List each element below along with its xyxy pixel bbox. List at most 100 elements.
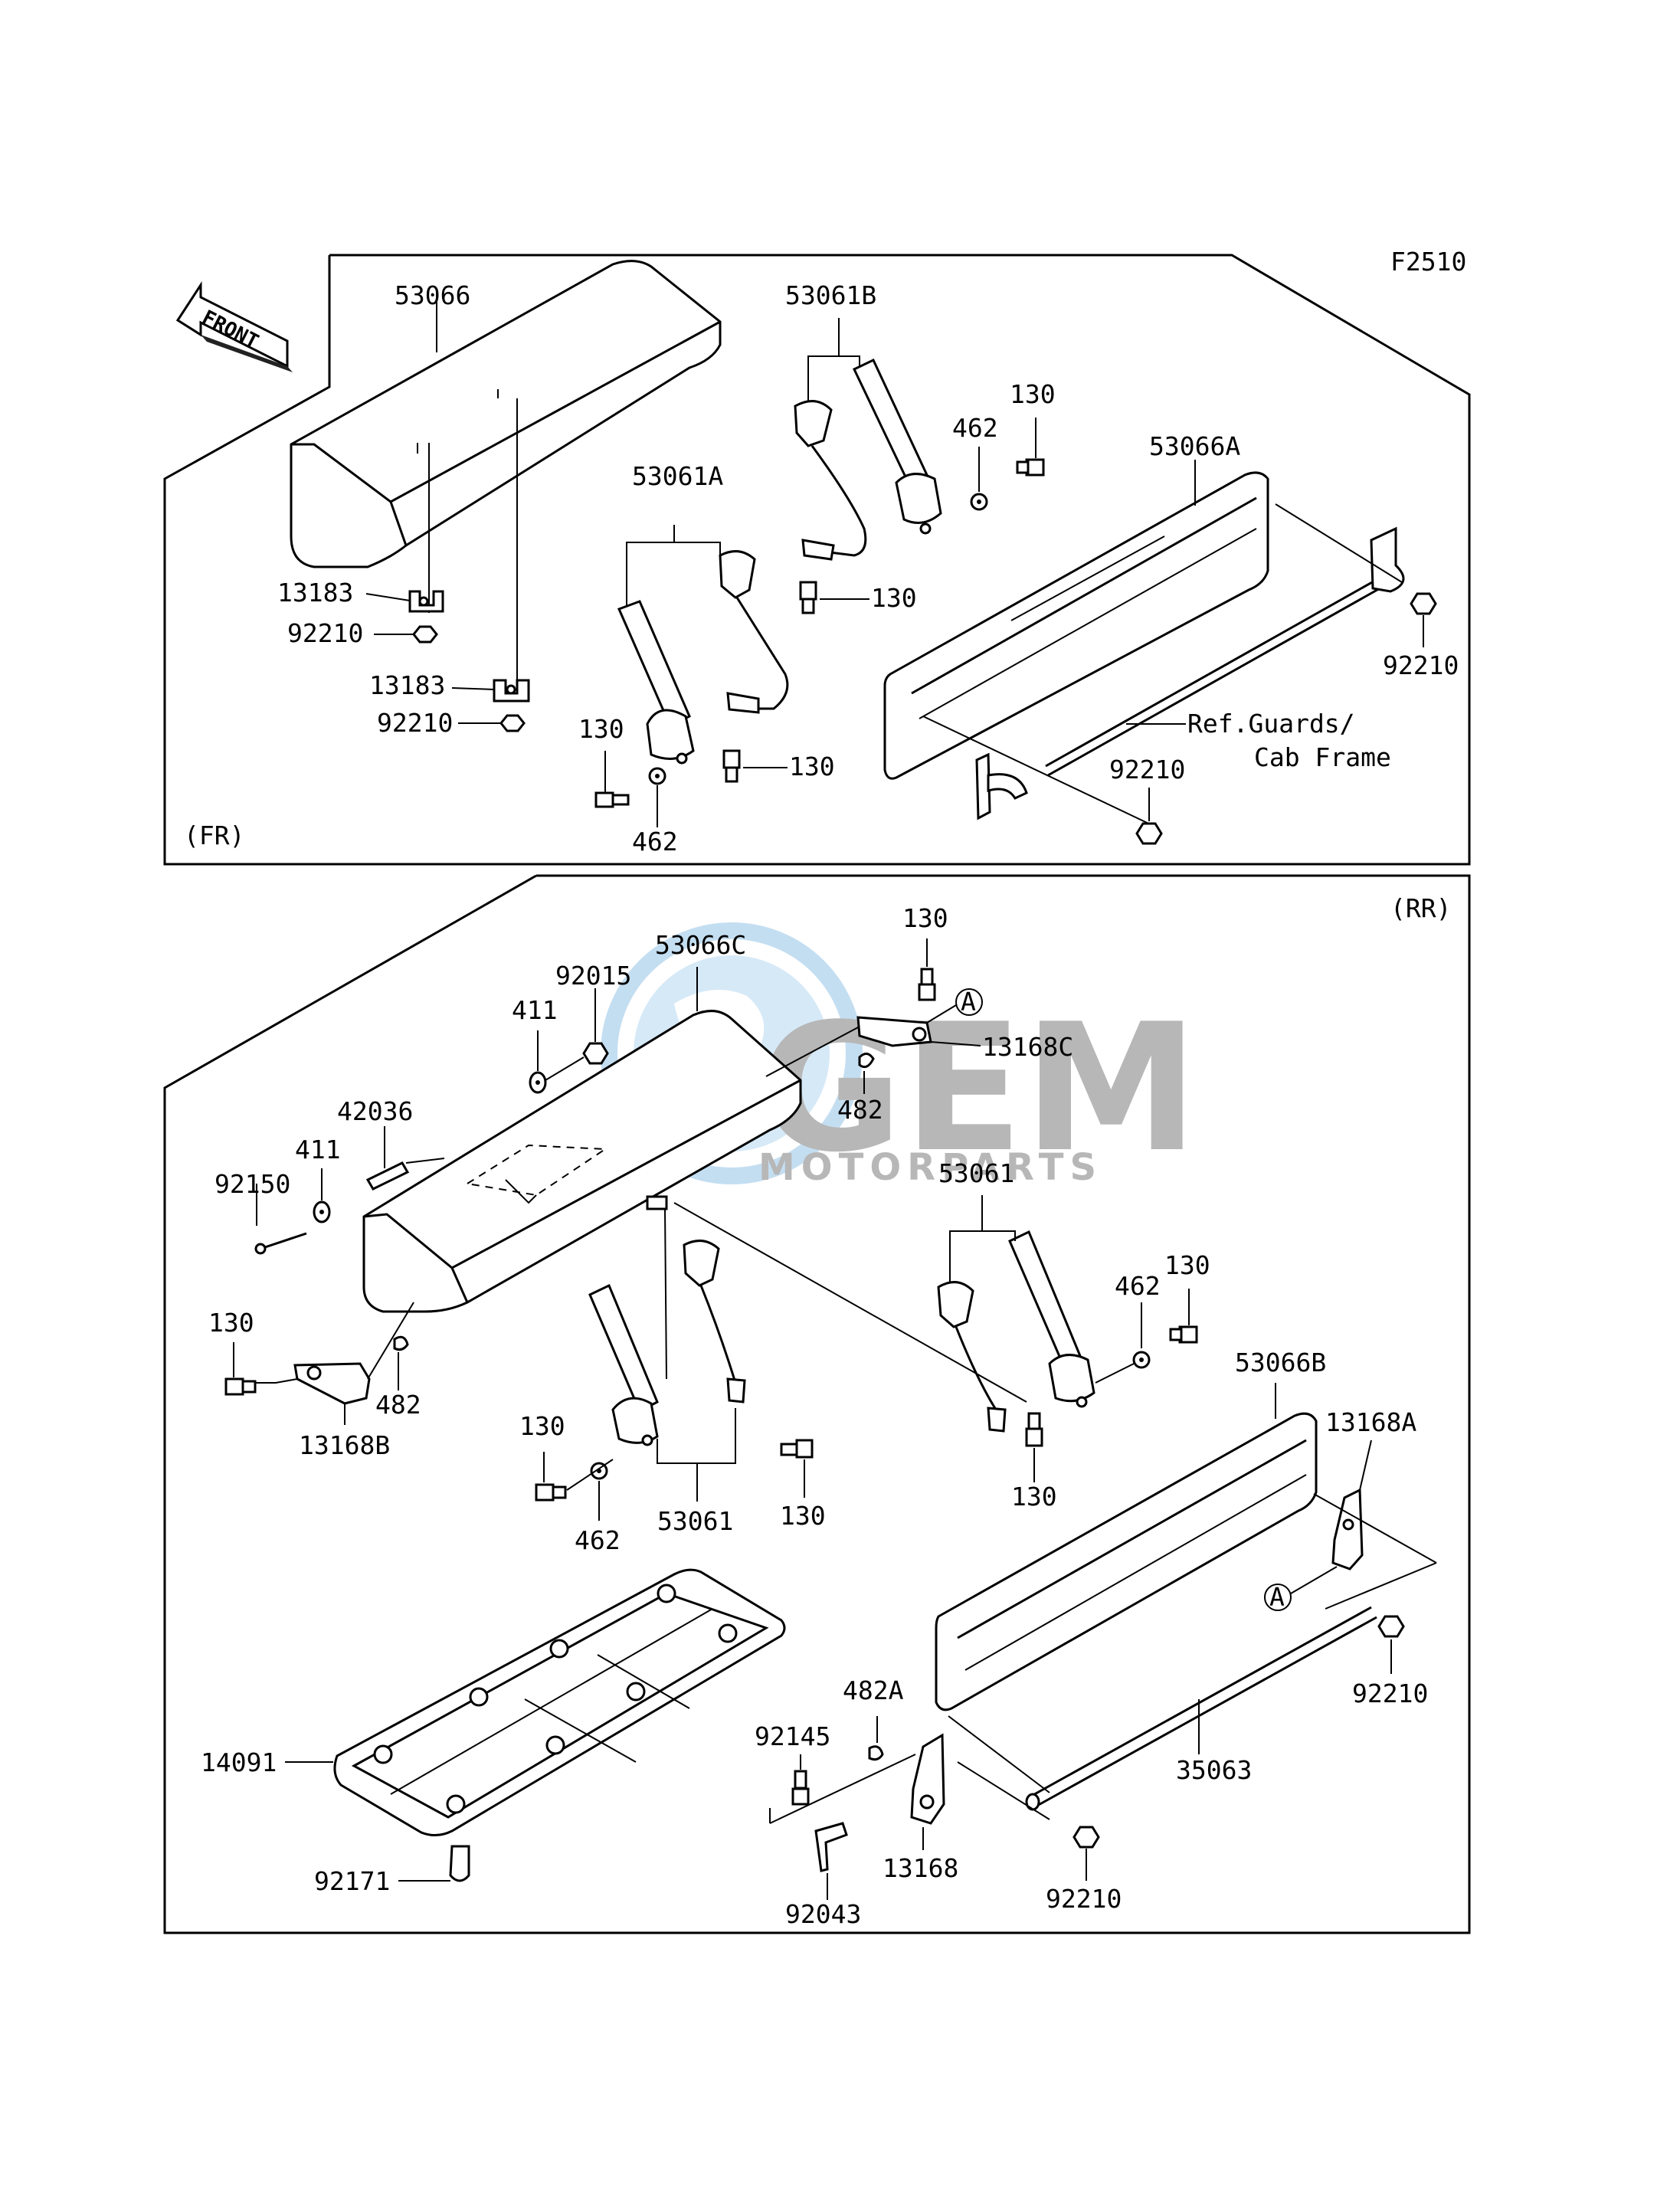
seat-belt-53061B xyxy=(794,358,942,561)
label-fr-462-bottom: 462 xyxy=(632,827,678,856)
bracket-13168C xyxy=(856,1016,932,1047)
label-rr-462-c: 462 xyxy=(575,1525,621,1555)
callout-a-top: A xyxy=(961,987,976,1017)
bracket-13168B xyxy=(293,1362,371,1405)
washer-462-rr-c xyxy=(590,1462,608,1480)
label-fr-92210-right: 92210 xyxy=(1383,650,1459,680)
bolt-130-rr-right xyxy=(1169,1325,1198,1344)
label-fr-53061B: 53061B xyxy=(785,280,876,310)
bracket-13168A xyxy=(1331,1488,1364,1571)
pin-42036 xyxy=(365,1161,410,1191)
label-fr-13183-a: 13183 xyxy=(277,578,353,608)
bolt-92150 xyxy=(254,1232,307,1255)
rr-panel-border xyxy=(163,874,1471,1934)
watermark-sub: MOTORPARTS xyxy=(758,1146,1102,1189)
nut-92210-fr-right xyxy=(1410,592,1437,615)
seat-cushion-53066 xyxy=(290,260,722,689)
watermark-brand: GEM xyxy=(758,987,1199,1191)
label-rr-482A: 482A xyxy=(843,1675,904,1705)
label-rr-92171: 92171 xyxy=(314,1866,390,1896)
bolt-130-fr-mid xyxy=(799,581,817,614)
label-rr-13168A: 13168A xyxy=(1325,1407,1416,1437)
label-rr-130-d: 130 xyxy=(780,1501,826,1531)
callout-a-bottom: A xyxy=(1269,1582,1285,1612)
rr-section-label: (RR) xyxy=(1390,893,1451,923)
label-fr-130-top: 130 xyxy=(1010,379,1056,409)
label-rr-13168C: 13168C xyxy=(982,1032,1073,1062)
washer-411-a xyxy=(529,1071,547,1094)
label-rr-92210-right: 92210 xyxy=(1352,1679,1428,1708)
guard-bar-35063 xyxy=(1025,1606,1377,1811)
label-fr-130-left: 130 xyxy=(578,714,624,744)
nut-92210-rr-right xyxy=(1377,1615,1405,1638)
label-fr-92210-bottom: 92210 xyxy=(1109,755,1185,784)
backrest-53066B xyxy=(935,1412,1318,1711)
nut-92210-fr-bottom xyxy=(1135,822,1163,845)
bolt-130-rr-left xyxy=(224,1377,257,1396)
label-rr-130-top: 130 xyxy=(902,903,948,933)
washer-462-rr-right xyxy=(1132,1351,1151,1369)
washer-462-fr-top xyxy=(970,493,988,511)
ref-note-line1: Ref.Guards/ xyxy=(1187,709,1355,739)
seat-belt-53061-middle xyxy=(588,1195,746,1446)
label-rr-482-top: 482 xyxy=(837,1095,883,1125)
seat-cushion-53066C xyxy=(362,1010,802,1313)
label-rr-92043: 92043 xyxy=(785,1899,861,1929)
label-rr-462-right: 462 xyxy=(1115,1271,1161,1301)
bracket-13168 xyxy=(910,1733,945,1825)
bolt-130-rr-d xyxy=(780,1439,814,1459)
label-rr-92015: 92015 xyxy=(555,961,631,991)
clip-482A xyxy=(868,1745,884,1761)
washer-411-b xyxy=(313,1200,331,1223)
seat-belt-53061-right xyxy=(937,1230,1095,1433)
label-rr-92150: 92150 xyxy=(215,1169,290,1199)
label-rr-130-e: 130 xyxy=(1011,1482,1057,1512)
guard-bar xyxy=(922,503,1405,828)
label-rr-130-left: 130 xyxy=(208,1308,254,1338)
label-rr-92145: 92145 xyxy=(755,1721,830,1751)
clip-482-top xyxy=(858,1053,875,1069)
bolt-130-fr-left xyxy=(594,791,630,808)
washer-462-fr-bottom xyxy=(648,767,666,785)
pin-92043 xyxy=(814,1822,848,1872)
clamp-13183-b xyxy=(493,679,530,703)
bolt-130-rr-c xyxy=(535,1483,567,1502)
label-fr-130-right: 130 xyxy=(789,752,835,781)
fr-panel-border xyxy=(163,254,1471,866)
label-fr-53061A: 53061A xyxy=(632,461,723,491)
label-fr-130-mid: 130 xyxy=(871,583,917,613)
label-rr-53066B: 53066B xyxy=(1235,1348,1326,1377)
bolt-92145 xyxy=(791,1770,810,1806)
clip-92171 xyxy=(449,1845,470,1882)
label-rr-13168: 13168 xyxy=(883,1853,958,1883)
label-fr-13183-b: 13183 xyxy=(369,670,445,700)
clip-482-left xyxy=(393,1335,409,1351)
nut-92210-b xyxy=(499,714,526,732)
label-rr-130-c: 130 xyxy=(519,1411,565,1441)
fr-section-label: (FR) xyxy=(184,820,244,850)
nut-92210-rr-bottom xyxy=(1073,1826,1100,1849)
seat-belt-53061A xyxy=(617,550,789,765)
floor-mat-14091 xyxy=(333,1568,786,1836)
label-rr-411-a: 411 xyxy=(512,995,558,1025)
bolt-130-rr-e xyxy=(1025,1412,1043,1447)
nut-92210-a xyxy=(412,625,438,644)
label-rr-13168B: 13168B xyxy=(299,1430,390,1460)
label-rr-411-b: 411 xyxy=(295,1135,341,1164)
front-arrow-icon: FRONT xyxy=(175,280,293,372)
clamp-13183-a xyxy=(408,590,444,613)
label-fr-462-top: 462 xyxy=(952,413,998,443)
callout-a-bottom-icon xyxy=(1264,1584,1292,1611)
diagram-code: F2510 xyxy=(1390,247,1466,277)
nut-92015 xyxy=(582,1042,609,1065)
label-fr-92210-a: 92210 xyxy=(287,618,363,648)
label-rr-53066C: 53066C xyxy=(655,930,746,960)
label-rr-53061-top: 53061 xyxy=(938,1158,1014,1188)
label-rr-42036: 42036 xyxy=(337,1096,413,1126)
bolt-130-fr-right xyxy=(722,749,741,783)
bolt-130-rr-top xyxy=(918,968,936,1001)
label-rr-53061-bottom: 53061 xyxy=(657,1506,733,1536)
label-rr-130-right: 130 xyxy=(1164,1250,1210,1280)
